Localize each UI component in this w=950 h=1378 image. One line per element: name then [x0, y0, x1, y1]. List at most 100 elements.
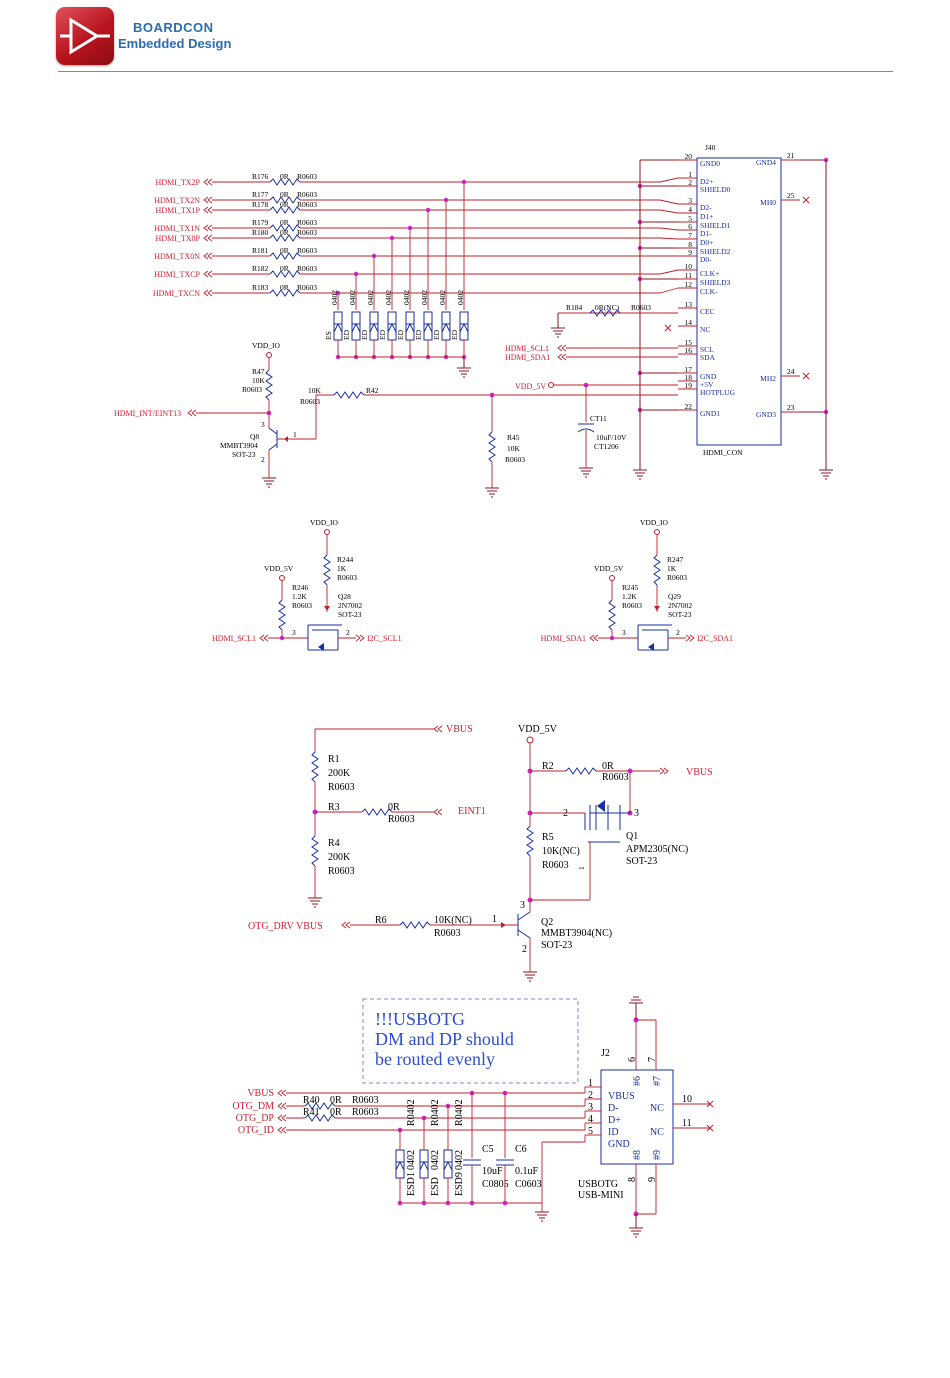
- net-arrow: [203, 196, 213, 204]
- c6-pkg: C0603: [515, 1179, 542, 1190]
- rup-pkg: R0603: [337, 573, 357, 582]
- j40-pin-num: 11: [685, 271, 692, 280]
- j40-pin-num: 15: [685, 338, 693, 347]
- r6-val: 10K(NC): [434, 915, 472, 926]
- j40-right-pin-num: 21: [787, 151, 795, 160]
- j40-pin-num: 9: [688, 248, 692, 257]
- j40-pin-name: +5V: [700, 380, 714, 389]
- note-line-2: DM and DP should: [375, 1029, 514, 1049]
- esd-pkg: 0402: [366, 290, 375, 305]
- resistor-ref: R182: [252, 264, 269, 273]
- net-arrow: [355, 634, 365, 642]
- ct11-pkg: CT1206: [594, 442, 619, 451]
- r47-val: 10K: [252, 376, 266, 385]
- svg-text:3: 3: [634, 808, 639, 819]
- r184-pkg: R0603: [631, 303, 651, 312]
- ground-symbol: [628, 1227, 644, 1238]
- resistor-ref: R179: [252, 218, 269, 227]
- q-part: 2N7002: [668, 601, 692, 610]
- q2-part: MMBT3904(NC): [541, 928, 612, 939]
- usb-esd-ref: ESD9: [454, 1172, 465, 1196]
- j40-pin-num: 3: [688, 196, 692, 205]
- r1-val: 200K: [328, 768, 351, 779]
- net-arrow: [589, 634, 599, 642]
- svg-text:2: 2: [261, 455, 265, 464]
- gate-arrow: [324, 606, 330, 611]
- shift-in-net: HDMI_SCL1: [212, 634, 256, 643]
- j40-pin-num: 22: [685, 402, 693, 411]
- brand-name: BOARDCON: [133, 20, 214, 35]
- shield-num: 7: [647, 1057, 658, 1062]
- j40-pin-name: GND0: [700, 159, 720, 168]
- net-arrow: [259, 634, 269, 642]
- net-arrow: [203, 270, 213, 278]
- esd-ref: ED: [432, 329, 441, 340]
- usb-otg-section: !!!USBOTG DM and DP should be routed eve…: [232, 996, 714, 1238]
- net-arrow: [277, 1114, 287, 1122]
- r5-val: 10K(NC): [542, 846, 580, 857]
- hdmi-section: J40 HDMI_CON 20GND01D2+2SHIELD03D2-4D1+5…: [114, 143, 834, 498]
- esd-pkg: 0402: [438, 290, 447, 305]
- j40-pin-num: 16: [685, 346, 693, 355]
- hdmi-input-label: HDMI_TX2P: [156, 178, 201, 187]
- junction-dot: [335, 290, 341, 296]
- resistor-pkg: R0603: [297, 264, 317, 273]
- r184-val: 0R(NC): [595, 303, 620, 312]
- header-divider: [58, 71, 893, 72]
- net-arrow: [277, 1126, 287, 1134]
- page-header: BOARDCON Embedded Design: [0, 0, 950, 80]
- fet-arrow: [648, 643, 654, 651]
- rup-ref: R247: [667, 555, 684, 564]
- j40-pin-num: 4: [688, 205, 692, 214]
- j40-pin-name: SHIELD0: [700, 185, 731, 194]
- wire: [659, 237, 679, 240]
- q1-ref: Q1: [626, 831, 638, 842]
- r5-pkg: R0603: [542, 860, 569, 871]
- hdmi-input-label: HDMI_TX1P: [156, 206, 201, 215]
- usb-esd-diode: [419, 1149, 429, 1179]
- esd-ref: ED: [378, 329, 387, 340]
- resistor-pkg: R0603: [297, 200, 317, 209]
- resistor-val: 0R: [280, 218, 289, 227]
- esd-diode: [369, 311, 379, 341]
- svg-text:1: 1: [492, 914, 497, 925]
- esd-diode: [333, 311, 343, 341]
- r45-ref: R45: [507, 433, 520, 442]
- shield-num: 8: [627, 1177, 638, 1182]
- esd-ref: ES: [324, 331, 333, 340]
- q-pkg: SOT-23: [338, 610, 362, 619]
- otg-power-section: VBUS R1 200K R0603 EINT1 R3 0R R0603 R4 …: [248, 724, 713, 982]
- q-ref: Q28: [338, 592, 351, 601]
- shift-in-net: HDMI_SDA1: [541, 634, 586, 643]
- hdmi-input-label: HDMI_TX2N: [154, 196, 200, 205]
- j40-pin-name: D2-: [700, 203, 712, 212]
- r3-ref: R3: [328, 802, 340, 813]
- hdmi-input-label: HDMI_TX0P: [156, 234, 201, 243]
- otg-vbus-out-net: VBUS: [686, 767, 713, 778]
- q2-pkg: SOT-23: [541, 940, 572, 951]
- net-arrow: [685, 634, 695, 642]
- resistor-val: 0R: [280, 283, 289, 292]
- hdmi-connector-body: [696, 157, 782, 446]
- resistor-val: 0R: [280, 200, 289, 209]
- resistor-pkg: R0603: [297, 283, 317, 292]
- junction-dot: [445, 1200, 451, 1206]
- hdmi-input-label: HDMI_TXCP: [154, 270, 200, 279]
- j2-body: [600, 1069, 674, 1165]
- j2-pin-name: D-: [608, 1103, 619, 1114]
- q1-part: APM2305(NC): [626, 844, 688, 855]
- ground-symbol: [628, 996, 644, 1004]
- j40-pin-num: 6: [688, 222, 692, 231]
- rdn-val: 1.2K: [292, 592, 307, 601]
- shield-label: #8: [632, 1150, 643, 1160]
- junction-dot: [397, 1200, 403, 1206]
- j40-pin-name: SHIELD2: [700, 247, 731, 256]
- r3-pkg: R0603: [388, 814, 415, 825]
- r2-ref: R2: [542, 761, 554, 772]
- j2-name: USBOTG: [578, 1179, 618, 1190]
- j40-pin-name: CEC: [700, 307, 715, 316]
- j40-pin-num: 10: [685, 262, 693, 271]
- esd-ref: ED: [396, 329, 405, 340]
